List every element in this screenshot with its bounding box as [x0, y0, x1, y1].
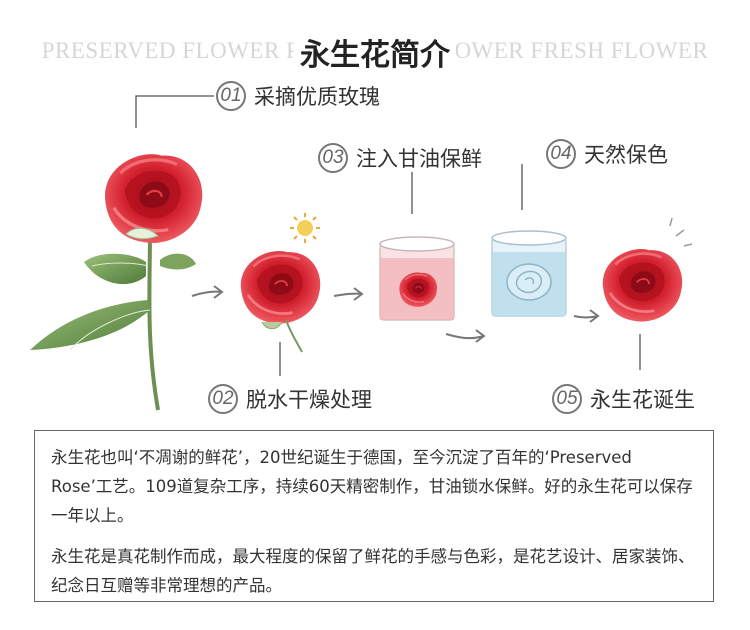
- step-label: 脱水干燥处理: [246, 388, 372, 412]
- step-label: 采摘优质玫瑰: [254, 85, 380, 109]
- step-label: 永生花诞生: [590, 388, 695, 412]
- step-number: 05: [552, 384, 582, 414]
- description-paragraph-1: 永生花也叫‘不凋谢的鲜花’，20世纪诞生于德国，至今沉淀了百年的‘Preserv…: [51, 448, 693, 525]
- step-label: 天然保色: [584, 143, 668, 167]
- step-02: 02 脱水干燥处理: [208, 384, 372, 414]
- step-03: 03 注入甘油保鲜: [318, 143, 482, 173]
- step-number: 03: [318, 143, 348, 173]
- sun-icon: [290, 213, 320, 243]
- process-illustration: [30, 95, 693, 411]
- step-label: 注入甘油保鲜: [356, 147, 482, 171]
- step-number: 02: [208, 384, 238, 414]
- step-number: 01: [216, 81, 246, 111]
- step-05: 05 永生花诞生: [552, 384, 695, 414]
- description-box: 永生花也叫‘不凋谢的鲜花’，20世纪诞生于德国，至今沉淀了百年的‘Preserv…: [34, 430, 714, 602]
- description-paragraph-2: 永生花是真花制作而成，最大程度的保留了鲜花的手感与色彩，是花艺设计、居家装饰、纪…: [51, 547, 695, 595]
- glycerin-jar-blue: [491, 230, 567, 317]
- step-number: 04: [546, 139, 576, 169]
- step-01: 01 采摘优质玫瑰: [216, 81, 380, 111]
- step-04: 04 天然保色: [546, 139, 668, 169]
- glycerin-jar-red: [379, 236, 455, 321]
- page-title: 永生花简介: [0, 30, 750, 74]
